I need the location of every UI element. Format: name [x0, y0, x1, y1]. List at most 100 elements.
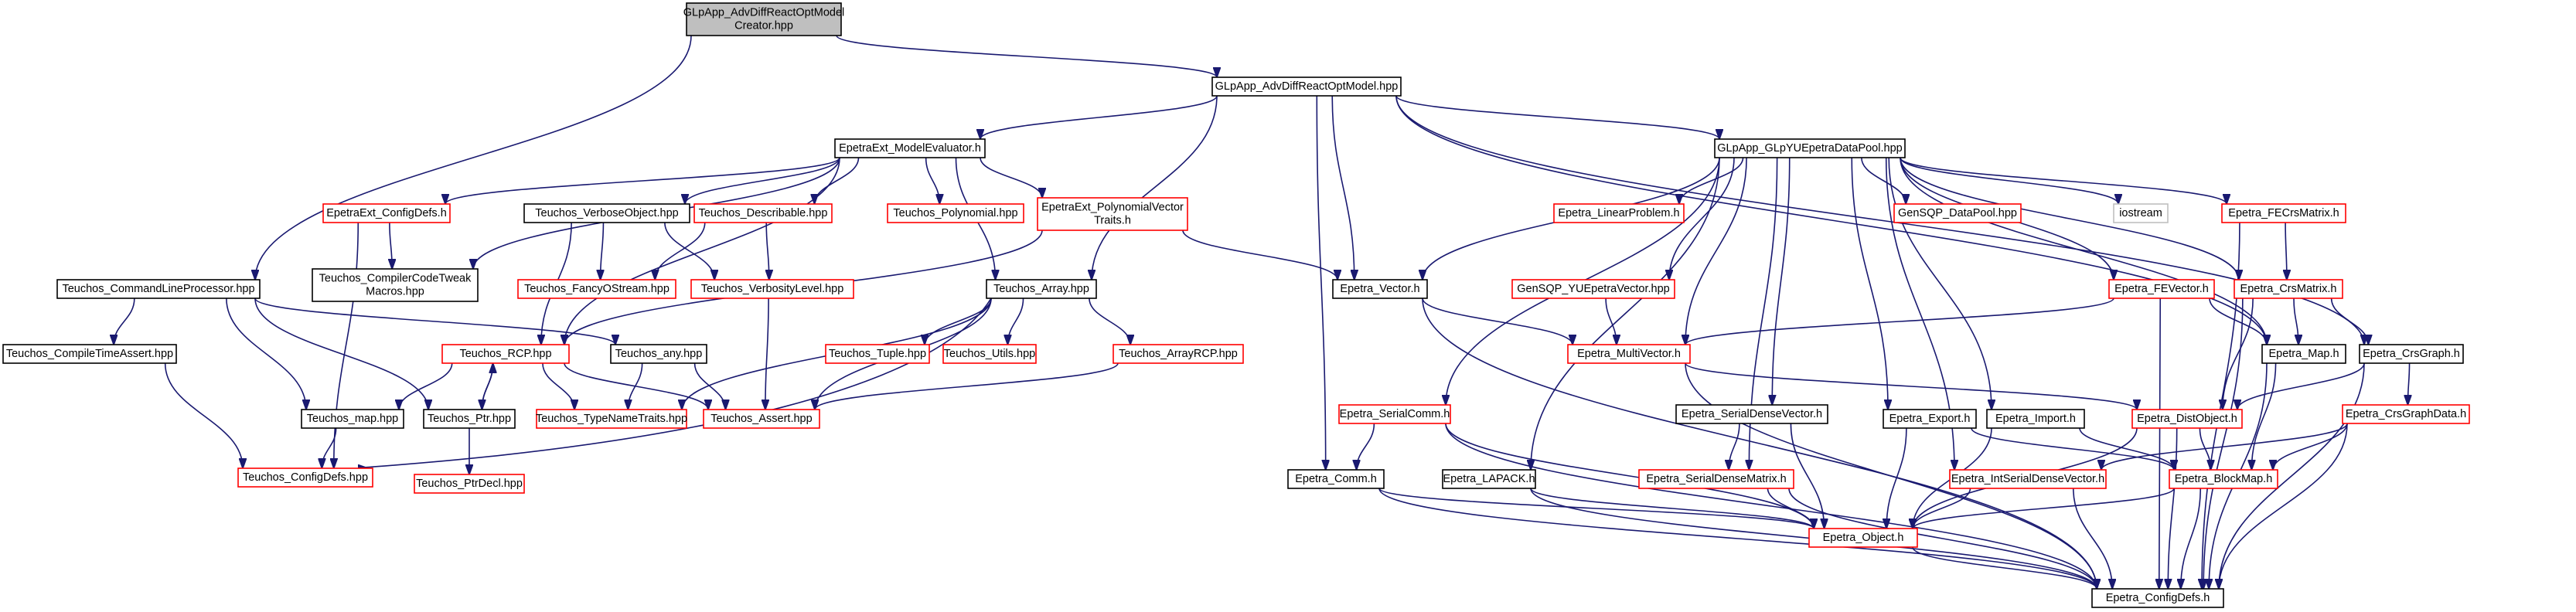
- edge-pool-to-gensqppool: [1861, 157, 1906, 204]
- node-evector[interactable]: Epetra_Vector.h: [1332, 279, 1428, 299]
- node-fevector[interactable]: Epetra_FEVector.h: [2108, 279, 2215, 299]
- node-fecrs[interactable]: Epetra_FECrsMatrix.h: [2221, 203, 2346, 223]
- edge-export-to-object: [1886, 427, 1907, 529]
- edge-map-to-tcfg: [322, 427, 337, 468]
- node-crsgraphdata[interactable]: Epetra_CrsGraphData.h: [2342, 404, 2470, 424]
- node-box: [2169, 469, 2278, 489]
- node-map[interactable]: Teuchos_map.hpp: [301, 409, 404, 429]
- node-ptr[interactable]: Teuchos_Ptr.hpp: [423, 409, 516, 429]
- node-label: EpetraExt_ModelEvaluator.h: [839, 142, 981, 155]
- node-comm[interactable]: Epetra_Comm.h: [1287, 469, 1385, 489]
- node-array[interactable]: Teuchos_Array.hpp: [986, 279, 1097, 299]
- node-box: [1638, 469, 1794, 489]
- edge-extcfg-to-compilercode: [390, 222, 392, 269]
- node-extcfg[interactable]: EpetraExt_ConfigDefs.h: [322, 203, 451, 223]
- node-gensqpyu[interactable]: GenSQP_YUEpetraVector.hpp: [1511, 279, 1675, 299]
- node-ecfg[interactable]: Epetra_ConfigDefs.h: [2091, 588, 2224, 608]
- node-box: [312, 268, 479, 302]
- node-export[interactable]: Epetra_Export.h: [1883, 409, 1977, 429]
- node-box: [2359, 344, 2464, 364]
- edge-fecrs-to-ecfg: [2202, 222, 2240, 589]
- node-clp[interactable]: Teuchos_CommandLineProcessor.hpp: [56, 279, 261, 299]
- node-label: Epetra_Export.h: [1889, 413, 1971, 425]
- node-typename[interactable]: Teuchos_TypeNameTraits.hpp: [536, 409, 687, 429]
- node-linprob[interactable]: Epetra_LinearProblem.h: [1553, 203, 1685, 223]
- node-label: Teuchos_Utils.hpp: [944, 348, 1036, 360]
- node-verblevel[interactable]: Teuchos_VerbosityLevel.hpp: [690, 279, 854, 299]
- node-ptrdecl[interactable]: Teuchos_PtrDecl.hpp: [414, 474, 525, 494]
- edge-object-to-ecfg: [1912, 546, 2097, 589]
- node-box: [1287, 469, 1385, 489]
- node-label: Teuchos_VerbosityLevel.hpp: [701, 283, 844, 295]
- node-box: [441, 344, 570, 364]
- node-iostream[interactable]: iostream: [2113, 203, 2169, 223]
- edge-multivector-to-distobject: [1685, 362, 2137, 410]
- node-fancy[interactable]: Teuchos_FancyOStream.hpp: [517, 279, 676, 299]
- node-modeleval[interactable]: EpetraExt_ModelEvaluator.h: [834, 138, 986, 158]
- edge-comm-to-ecfg: [1378, 488, 2097, 589]
- node-box: [2, 344, 177, 364]
- edge-evector-to-multivector: [1422, 298, 1573, 345]
- node-pool[interactable]: GLpApp_GLpYUEpetraDataPool.hpp: [1714, 138, 1906, 158]
- edge-modeleval-to-rcp: [564, 157, 840, 345]
- node-emap[interactable]: Epetra_Map.h: [2261, 344, 2346, 364]
- node-box: [887, 203, 1024, 223]
- node-any[interactable]: Teuchos_any.hpp: [610, 344, 707, 364]
- node-advdiff[interactable]: GLpApp_AdvDiffReactOptModel.hpp: [1211, 76, 1402, 97]
- node-lapack[interactable]: Epetra_LAPACK.h: [1442, 469, 1536, 489]
- node-label: EpetraExt_ConfigDefs.h: [326, 207, 447, 219]
- edge-array-to-tuple: [925, 298, 992, 345]
- node-box: [56, 279, 261, 299]
- node-box: [2091, 588, 2224, 608]
- edge-pool-to-emap: [1900, 157, 2267, 345]
- node-label: Teuchos_any.hpp: [615, 348, 703, 360]
- node-polynomial[interactable]: Teuchos_Polynomial.hpp: [887, 203, 1024, 223]
- node-tcfg[interactable]: Teuchos_ConfigDefs.hpp: [237, 468, 373, 488]
- node-serialdensemat[interactable]: Epetra_SerialDenseMatrix.h: [1638, 469, 1794, 489]
- node-crsgraph[interactable]: Epetra_CrsGraph.h: [2359, 344, 2464, 364]
- edge-crsgraphdata-to-blockmap: [2273, 423, 2348, 470]
- node-serialdensevec[interactable]: Epetra_SerialDenseVector.h: [1675, 404, 1828, 424]
- node-label: Epetra_CrsMatrix.h: [2240, 283, 2337, 295]
- node-label: Teuchos_map.hpp: [307, 413, 399, 425]
- node-distobject[interactable]: Epetra_DistObject.h: [2131, 409, 2243, 429]
- edge-pool-to-iostream: [1900, 157, 2118, 204]
- node-tuple[interactable]: Teuchos_Tuple.hpp: [825, 344, 930, 364]
- node-verbose[interactable]: Teuchos_VerboseObject.hpp: [523, 203, 690, 223]
- node-label: Creator.hpp: [734, 20, 793, 32]
- node-assert[interactable]: Teuchos_Assert.hpp: [703, 409, 820, 429]
- edge-lapack-to-object: [1530, 488, 1814, 529]
- edge-serialcomm-to-comm: [1357, 423, 1375, 470]
- node-label: Epetra_ConfigDefs.h: [2106, 592, 2210, 604]
- edge-pool-to-serialdensevec: [1772, 157, 1791, 405]
- node-compiletime[interactable]: Teuchos_CompileTimeAssert.hpp: [2, 344, 177, 364]
- node-object[interactable]: Epetra_Object.h: [1808, 528, 1918, 548]
- node-serialcomm[interactable]: Epetra_SerialComm.h: [1338, 404, 1451, 424]
- node-crsmatrix[interactable]: Epetra_CrsMatrix.h: [2234, 279, 2343, 299]
- node-label: Epetra_SerialDenseVector.h: [1682, 408, 1822, 420]
- edge-arrayrcp-to-assert: [815, 362, 1119, 410]
- node-label: Teuchos_Polynomial.hpp: [893, 207, 1017, 219]
- node-label: Teuchos_CompilerCodeTweak: [319, 273, 472, 285]
- node-gensqppool[interactable]: GenSQP_DataPool.hpp: [1893, 203, 2022, 223]
- edge-crsmatrix-to-crsgraph: [2330, 298, 2369, 345]
- node-rcp[interactable]: Teuchos_RCP.hpp: [441, 344, 570, 364]
- node-intserial[interactable]: Epetra_IntSerialDenseVector.h: [1949, 469, 2107, 489]
- node-label: Teuchos_FancyOStream.hpp: [524, 283, 670, 295]
- edge-comm-to-object: [1378, 488, 1814, 529]
- node-multivector[interactable]: Epetra_MultiVector.h: [1567, 344, 1691, 364]
- node-utils[interactable]: Teuchos_Utils.hpp: [942, 344, 1037, 364]
- node-box: [2234, 279, 2343, 299]
- node-box: [693, 203, 833, 223]
- node-blockmap[interactable]: Epetra_BlockMap.h: [2169, 469, 2278, 489]
- node-label: GLpApp_AdvDiffReactOptModel.hpp: [1215, 80, 1399, 93]
- edge-pool-to-multivector: [1685, 157, 1747, 345]
- node-describable[interactable]: Teuchos_Describable.hpp: [693, 203, 833, 223]
- node-import[interactable]: Epetra_Import.h: [1986, 409, 2085, 429]
- node-arrayrcp[interactable]: Teuchos_ArrayRCP.hpp: [1113, 344, 1244, 364]
- node-label: Epetra_Vector.h: [1340, 283, 1419, 295]
- edge-clp-to-map: [226, 298, 306, 410]
